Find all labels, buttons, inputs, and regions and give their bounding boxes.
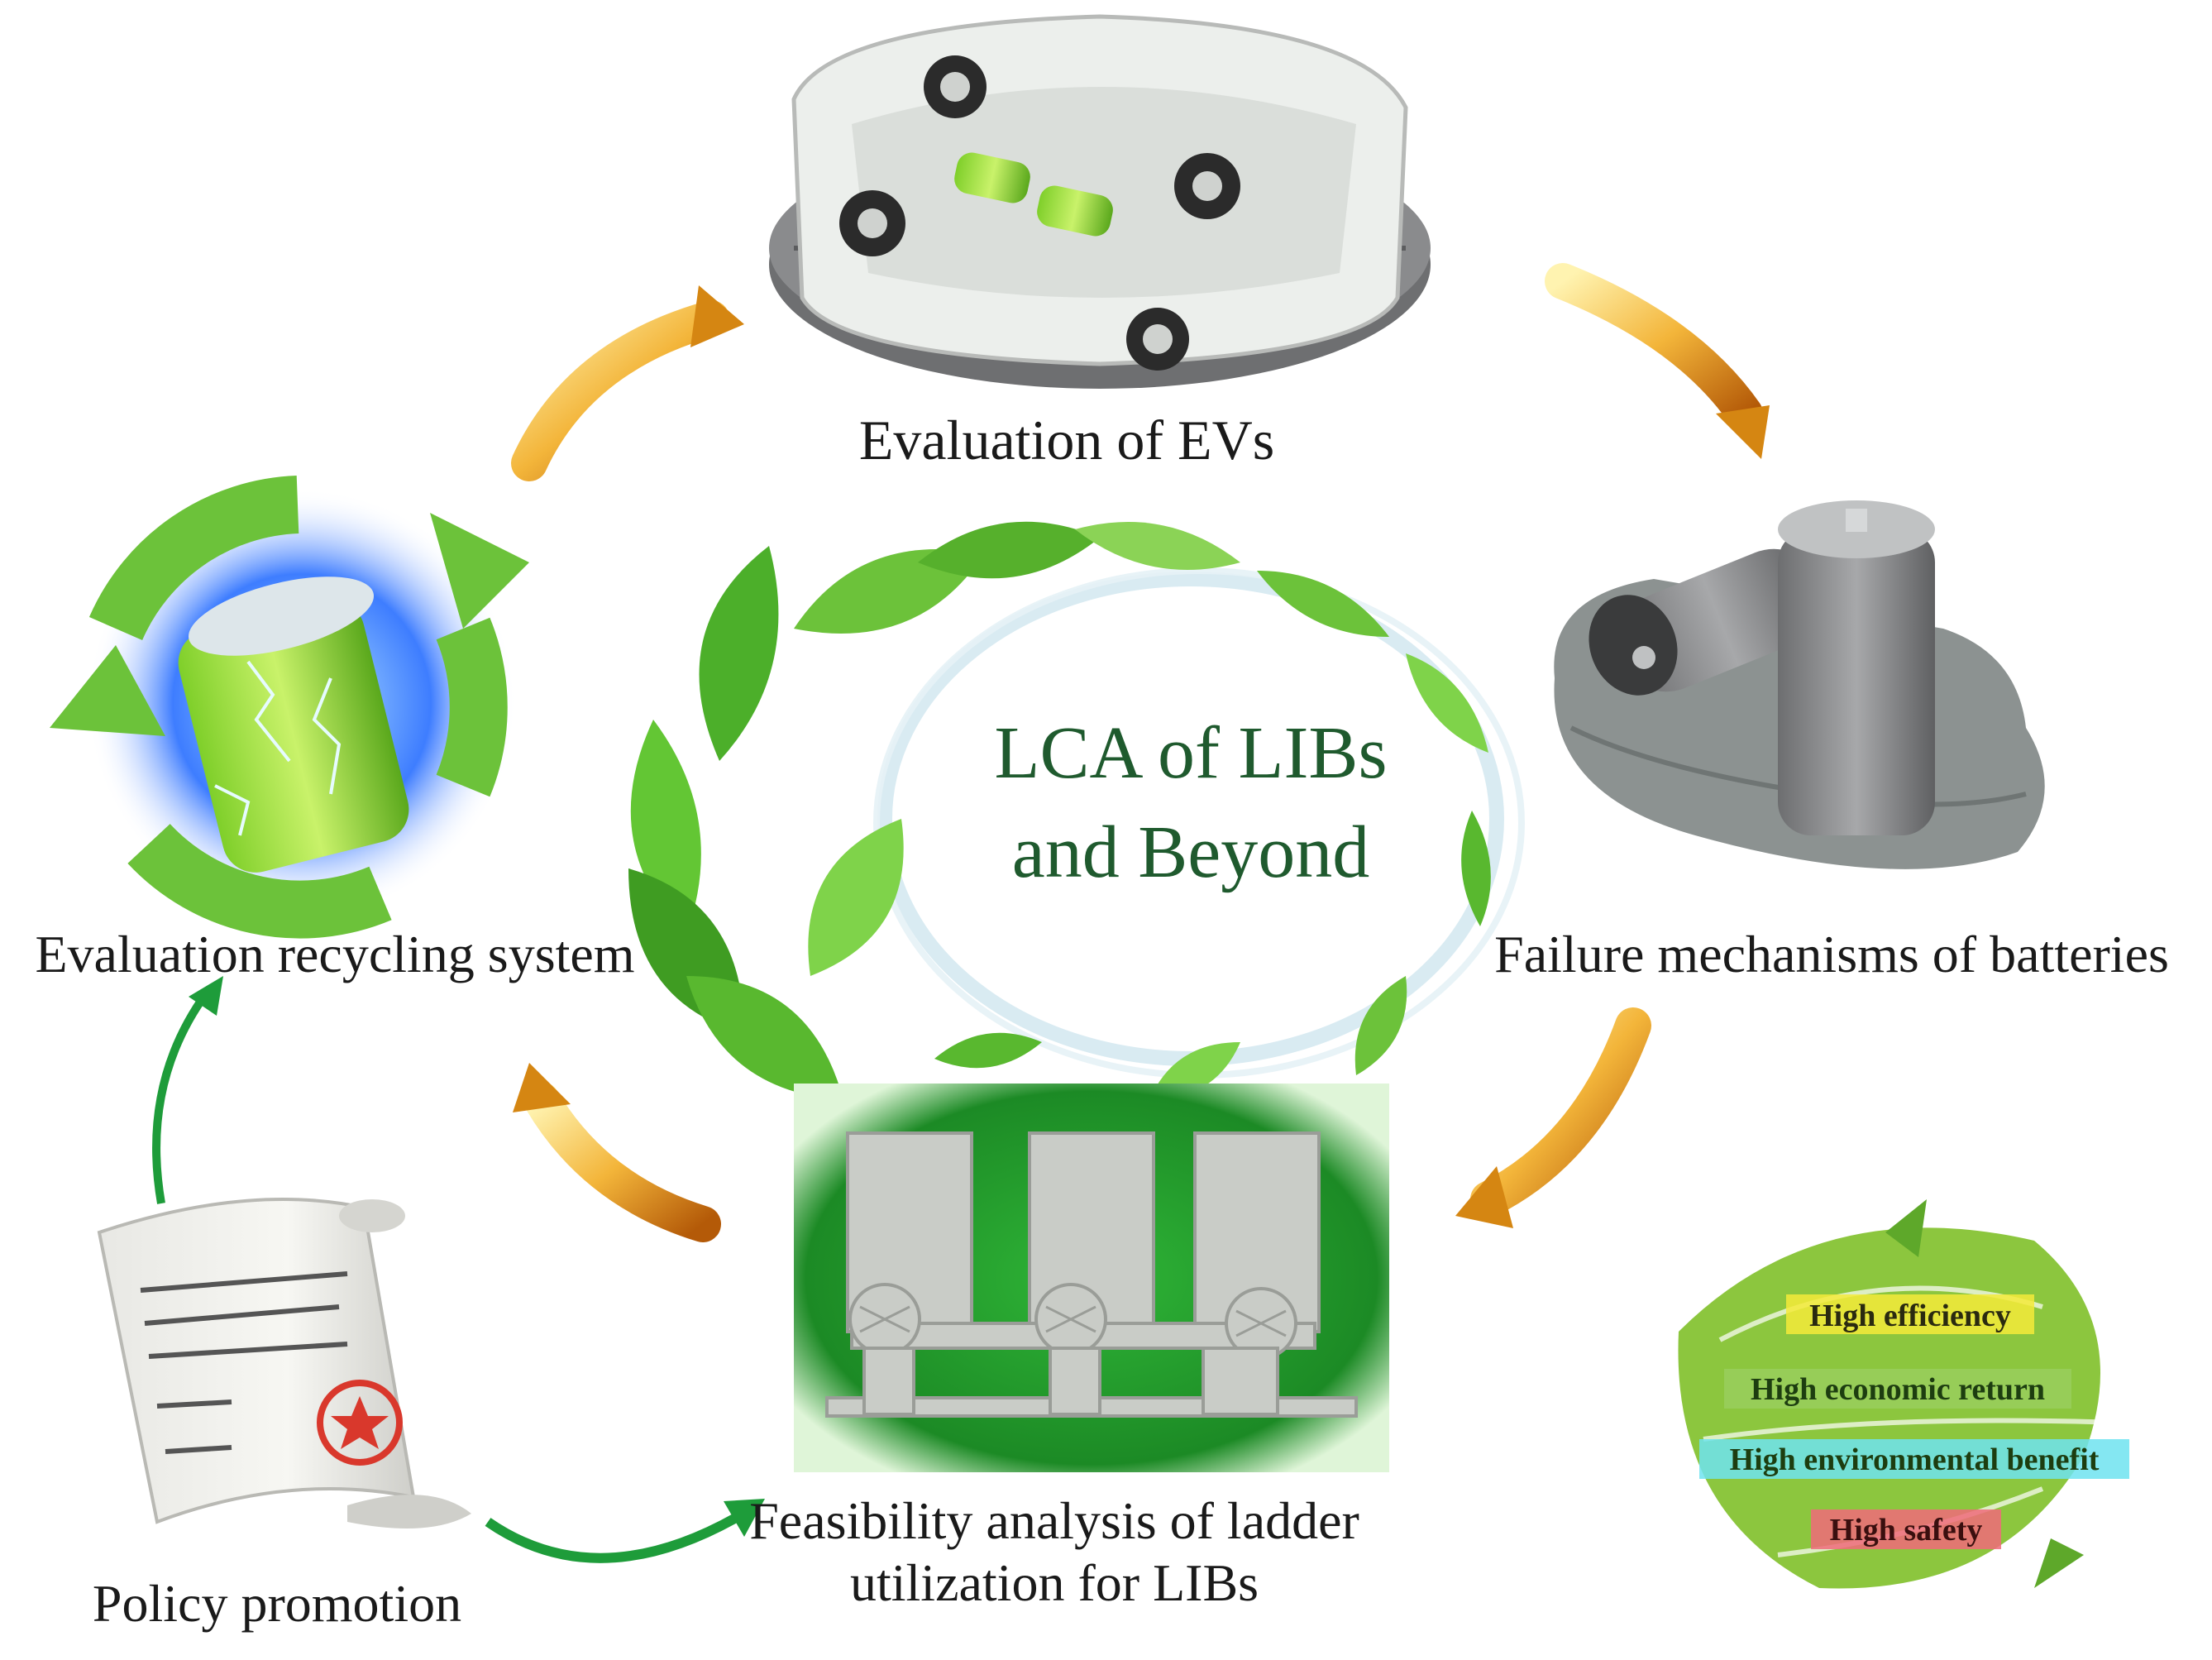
- benefit-label-4: High safety: [1830, 1513, 1983, 1548]
- label-failure-mechanisms: Failure mechanisms of batteries: [1494, 925, 2169, 983]
- cycle-arrow-recycling-to-evs: [511, 285, 744, 481]
- center-title-line1: LCA of LIBs: [994, 712, 1387, 794]
- benefit-highlight-1: [1786, 1294, 2034, 1334]
- cycle-arrow-ladder-to-recycling: [513, 1063, 721, 1242]
- center-title-line2: and Beyond: [1012, 811, 1369, 893]
- label-evaluation-recycling: Evaluation recycling system: [35, 925, 634, 983]
- cycle-arrow-evs-to-failure: [1545, 263, 1770, 459]
- benefit-label-2: High economic return: [1751, 1372, 2045, 1407]
- electric-car-icon: [769, 14, 1431, 389]
- benefit-highlight-4: [1811, 1509, 2001, 1549]
- benefit-label-1: High efficiency: [1809, 1299, 2011, 1333]
- label-evaluation-of-evs: Evaluation of EVs: [859, 409, 1274, 471]
- benefit-list: High efficiency High economic return Hig…: [1699, 1294, 2129, 1549]
- label-ladder-line1: Feasibility analysis of ladder: [749, 1491, 1359, 1550]
- cycle-arrow-failure-to-ladder: [1455, 1007, 1651, 1228]
- benefit-highlight-3: [1699, 1439, 2129, 1479]
- battery-recycling-icon: [50, 476, 529, 939]
- battery-cylinders-icon: [1554, 500, 2045, 869]
- policy-document-icon: [97, 1198, 471, 1528]
- second-life-equipment-icon: [794, 1084, 1389, 1472]
- benefit-highlight-2: [1724, 1369, 2071, 1409]
- policy-arrow-to-recycling: [152, 976, 223, 1204]
- policy-arrow-to-ladder: [485, 1499, 765, 1563]
- benefit-label-3: High environmental benefit: [1730, 1442, 2100, 1477]
- label-policy-promotion: Policy promotion: [93, 1574, 461, 1633]
- label-ladder-line2: utilization for LIBs: [850, 1553, 1259, 1612]
- center-leaf-ring: LCA of LIBs and Beyond: [628, 521, 1525, 1100]
